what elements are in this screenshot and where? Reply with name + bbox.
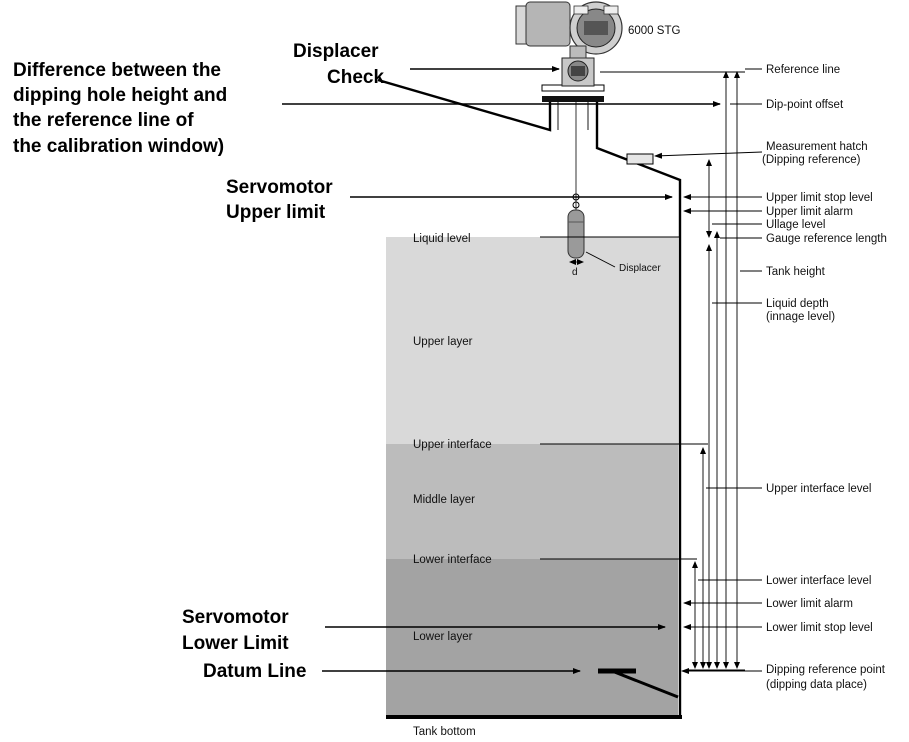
gauge-head: [515, 1, 623, 59]
label-measurement-hatch: Measurement hatch: [766, 141, 868, 153]
label-lower-limit-stop: Lower limit stop level: [766, 622, 873, 634]
displacer: [567, 209, 585, 259]
label-lower-limit-alarm: Lower limit alarm: [766, 598, 853, 610]
lower-layer: [386, 559, 678, 717]
measurement-hatch-box: [626, 153, 654, 165]
callout-servo-upper-1: Servomotor: [226, 177, 333, 198]
label-tank-height: Tank height: [766, 266, 826, 278]
displacer-diameter-label: d: [572, 267, 578, 278]
displacer-label: Displacer: [619, 263, 661, 274]
flange-bottom: [542, 96, 604, 102]
wire-hook-lower: [572, 201, 580, 209]
label-upper-interface-level: Upper interface level: [766, 483, 871, 495]
callout-difference-2: dipping hole height and: [13, 85, 227, 106]
label-dipping-reference-point: Dipping reference point: [766, 664, 886, 676]
device-name: 6000 STG: [628, 25, 680, 37]
callout-servo-upper-2: Upper limit: [226, 202, 326, 223]
callout-difference-3: the reference line of: [13, 110, 194, 131]
calibration-window-inner: [571, 66, 585, 76]
label-dipping-data-place: (dipping data place): [766, 679, 867, 691]
label-upper-limit-alarm: Upper limit alarm: [766, 206, 853, 218]
callout-servo-lower-2: Lower Limit: [182, 633, 289, 654]
callout-servo-lower-1: Servomotor: [182, 607, 289, 628]
upper-layer-label: Upper layer: [413, 336, 473, 348]
upper-layer: [386, 237, 678, 444]
tank-roof-left: [377, 78, 552, 132]
callout-check: Check: [327, 67, 384, 88]
label-dip-point-offset: Dip-point offset: [766, 99, 844, 111]
datum-plate-strut: [611, 669, 679, 699]
upper-interface-label: Upper interface: [413, 439, 492, 451]
middle-layer: [386, 444, 678, 559]
displacer-leader: [585, 251, 616, 268]
tank-bottom-label: Tank bottom: [413, 726, 476, 738]
label-upper-limit-stop: Upper limit stop level: [766, 192, 873, 204]
label-ullage-level: Ullage level: [766, 219, 825, 231]
pointer-measurement-hatch: [654, 151, 763, 159]
label-liquid-depth: Liquid depth: [766, 298, 829, 310]
label-lower-interface-level: Lower interface level: [766, 575, 871, 587]
label-reference-line: Reference line: [766, 64, 840, 76]
label-innage-level: (innage level): [766, 311, 835, 323]
callout-difference-4: the calibration window): [13, 136, 224, 157]
liquid-level-label: Liquid level: [413, 233, 471, 245]
middle-layer-label: Middle layer: [413, 494, 475, 506]
lower-interface-label: Lower interface: [413, 554, 492, 566]
callout-datum-line: Datum Line: [203, 661, 306, 682]
lower-layer-label: Lower layer: [413, 631, 473, 643]
callout-displacer: Displacer: [293, 41, 379, 62]
callout-difference-1: Difference between the: [13, 60, 221, 81]
label-dipping-reference: (Dipping reference): [762, 154, 861, 166]
label-gauge-reference-length: Gauge reference length: [766, 233, 887, 245]
